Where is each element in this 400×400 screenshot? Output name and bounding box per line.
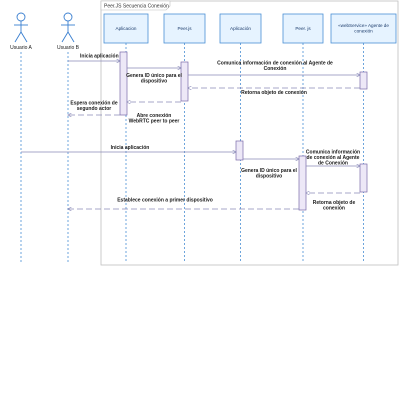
message-label: Establece conexión a primer dispositivo <box>117 198 213 204</box>
message-label-line2: de conexión al Agente <box>307 155 360 161</box>
actor-usuario-b[interactable]: Usuario B <box>57 12 80 51</box>
lifeline-head-aplicacion-2[interactable]: Aplicación <box>219 13 262 44</box>
message-label-line1: Retorna objeto de <box>313 200 356 206</box>
lifeline-label: Aplicacion <box>116 26 137 31</box>
lifeline-label-line1: «webService» Agente de <box>338 23 389 28</box>
activation-aplicacion-1 <box>119 51 128 116</box>
message-m3[interactable]: Comunica información de conexión al Agen… <box>188 61 360 76</box>
message-m9[interactable]: Comunica información de conexión al Agen… <box>306 150 360 167</box>
stick-figure-icon <box>14 12 28 43</box>
message-m11[interactable]: Establece conexión a primer dispositivo <box>68 198 299 210</box>
message-label-line2: dispositivo <box>256 174 282 180</box>
message-m5[interactable]: Espera conexión de segundo actor <box>68 101 120 116</box>
message-label-line2: conexión <box>323 206 345 212</box>
message-label-line1: Genera ID único para el <box>241 168 297 174</box>
message-label-line1: Genera ID único para el <box>126 73 182 79</box>
message-m10[interactable]: Retorna objeto de conexión <box>306 193 360 212</box>
message-m2[interactable]: Genera ID único para el dispositivo <box>126 68 183 85</box>
lifeline-label: Peer.js <box>177 26 192 31</box>
lifeline-head-peerjs-2[interactable]: Peer. js <box>282 13 324 44</box>
message-label-line3: de Conexión <box>318 161 348 167</box>
activation-webservice-1 <box>359 71 368 90</box>
message-label: Retorna objeto de conexión <box>241 90 307 96</box>
lifeline-head-aplicacion-1[interactable]: Aplicacion <box>103 13 149 44</box>
activation-aplicacion-2 <box>235 140 244 161</box>
activations <box>119 51 368 211</box>
lifeline-head-webservice[interactable]: «webService» Agente de conexión <box>330 13 397 44</box>
actor-label: Usuario A <box>10 45 32 51</box>
activation-peerjs-1 <box>180 61 189 102</box>
message-label-line1: Abre conexión <box>137 113 172 119</box>
message-label-line2: segundo actor <box>77 106 112 112</box>
message-m4[interactable]: Retorna objeto de conexión <box>188 88 360 96</box>
message-m8[interactable]: Genera ID único para el dispositivo <box>241 159 299 180</box>
activation-webservice-2 <box>359 163 368 193</box>
message-label-line1: Comunica información <box>306 150 360 156</box>
message-label: Inicia aplicación <box>111 145 150 151</box>
message-m7[interactable]: Inicia aplicación <box>21 145 236 152</box>
message-label: Inicia aplicación <box>80 54 119 60</box>
message-m1[interactable]: Inicia aplicación <box>68 54 120 62</box>
message-label-line1: Comunica información de conexión al Agen… <box>217 61 333 67</box>
frame: Peer.JS Secuencia Conexión <box>100 0 399 266</box>
activation-peerjs-2 <box>298 155 307 211</box>
actor-label: Usuario B <box>57 45 80 51</box>
message-label-line2: Conexión <box>264 66 287 72</box>
actor-usuario-a[interactable]: Usuario A <box>10 12 32 51</box>
message-label-line2: WebRTC peer to peer <box>129 119 180 125</box>
lifeline-label: Peer. js <box>295 26 311 31</box>
frame-title: Peer.JS Secuencia Conexión <box>104 4 169 10</box>
lifeline-label: Aplicación <box>230 26 251 31</box>
message-m6[interactable]: Abre conexión WebRTC peer to peer <box>127 102 181 125</box>
lifeline-label-line2: conexión <box>354 29 373 34</box>
message-label-line2: dispositivo <box>141 79 167 85</box>
stick-figure-icon <box>61 12 75 43</box>
lifeline-head-peerjs-1[interactable]: Peer.js <box>163 13 206 44</box>
message-label-line1: Espera conexión de <box>70 101 117 107</box>
